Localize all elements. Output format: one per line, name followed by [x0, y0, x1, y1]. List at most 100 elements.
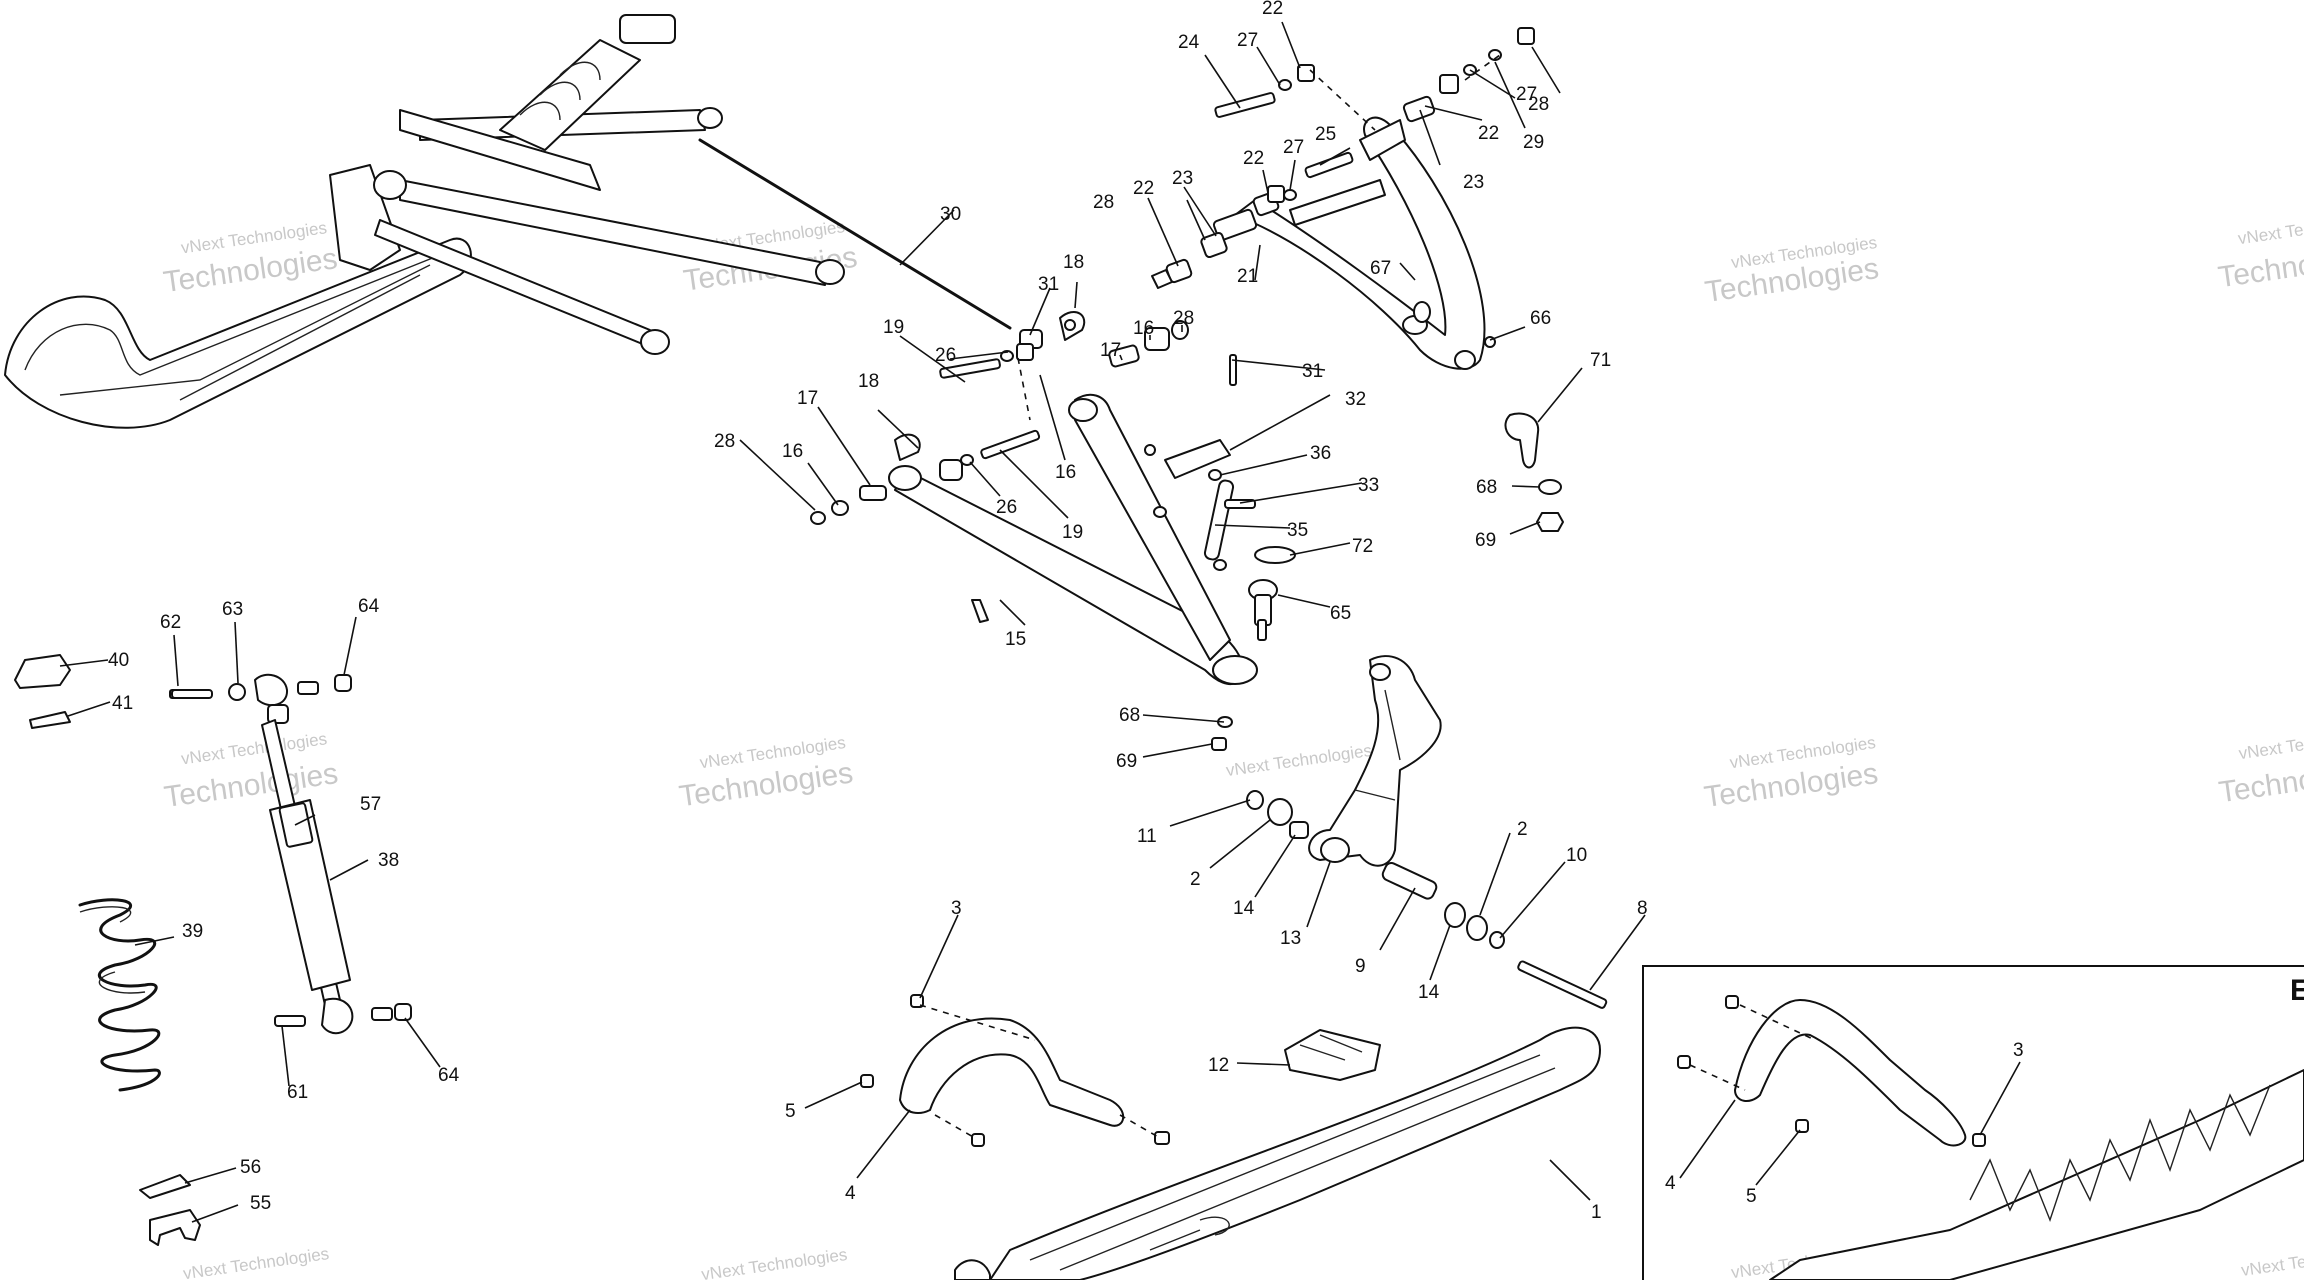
callout-labels: 22 24 27 28 27 22 29 23 25 27 22 22 23 2… — [108, 0, 2024, 1223]
callout-3: 3 — [2013, 1040, 2024, 1061]
callout-61: 61 — [287, 1082, 308, 1103]
callout-3: 3 — [951, 898, 962, 919]
callout-9: 9 — [1355, 956, 1366, 977]
callout-14: 14 — [1418, 982, 1440, 1003]
callout-5: 5 — [1746, 1186, 1757, 1207]
callout-24: 24 — [1178, 32, 1200, 53]
callout-12: 12 — [1208, 1055, 1229, 1076]
callout-21: 21 — [1237, 266, 1258, 287]
callout-27: 27 — [1283, 137, 1304, 158]
callout-64: 64 — [358, 596, 380, 617]
callout-32: 32 — [1345, 389, 1366, 410]
callout-69: 69 — [1116, 751, 1137, 772]
callout-64: 64 — [438, 1065, 460, 1086]
callout-28: 28 — [1093, 192, 1114, 213]
tie-rod-end-hardware — [1019, 311, 1086, 349]
callout-22: 22 — [1478, 123, 1499, 144]
lower-arm-hardware — [810, 320, 1189, 623]
callout-33: 33 — [1358, 475, 1379, 496]
callout-23: 23 — [1172, 168, 1193, 189]
tie-rod-end — [1413, 301, 1564, 532]
callout-72: 72 — [1352, 536, 1373, 557]
callout-68: 68 — [1119, 705, 1140, 726]
watermark-line2: Technologies — [2216, 237, 2304, 294]
callout-63: 63 — [222, 599, 243, 620]
callout-28: 28 — [1173, 308, 1194, 329]
callout-65: 65 — [1330, 603, 1351, 624]
callout-23: 23 — [1463, 172, 1484, 193]
callout-69: 69 — [1475, 530, 1496, 551]
callout-16: 16 — [782, 441, 803, 462]
callout-13: 13 — [1280, 928, 1301, 949]
callout-18: 18 — [1063, 252, 1084, 273]
callout-35: 35 — [1287, 520, 1308, 541]
callout-14: 14 — [1233, 898, 1255, 919]
callout-4: 4 — [1665, 1173, 1676, 1194]
callout-62: 62 — [160, 612, 181, 633]
callout-27: 27 — [1516, 84, 1537, 105]
callout-1: 1 — [1591, 1202, 1602, 1223]
callout-30: 30 — [940, 204, 961, 225]
callout-36: 36 — [1310, 443, 1331, 464]
callout-26: 26 — [996, 497, 1017, 518]
callout-26: 26 — [935, 345, 956, 366]
callout-17: 17 — [797, 388, 818, 409]
callout-55: 55 — [250, 1193, 271, 1214]
callout-22: 22 — [1243, 148, 1264, 169]
callout-25: 25 — [1315, 124, 1336, 145]
inset-label: E — [2290, 974, 2304, 1007]
watermark-line2: Technologies — [2217, 752, 2304, 809]
watermark-line1: vNext Technologies — [1225, 741, 1373, 780]
upper-a-arm — [1234, 116, 1486, 370]
callout-28: 28 — [1528, 94, 1549, 115]
watermark-line2: Technologies — [1702, 757, 1880, 814]
callout-22: 22 — [1133, 178, 1154, 199]
callout-31: 31 — [1038, 274, 1059, 295]
sway-bar-link-hardware — [1144, 354, 1256, 571]
callout-40: 40 — [108, 650, 129, 671]
callout-2: 2 — [1517, 819, 1528, 840]
callout-16: 16 — [1133, 318, 1154, 339]
spindle — [1308, 655, 1442, 867]
inset-detail: E — [1642, 965, 2304, 1280]
callout-67: 67 — [1370, 258, 1391, 279]
callout-17: 17 — [1100, 340, 1121, 361]
ball-joint — [1248, 546, 1296, 641]
upper-arm-hardware — [1151, 27, 1535, 289]
callout-27: 27 — [1237, 30, 1258, 51]
callout-68: 68 — [1476, 477, 1497, 498]
callout-39: 39 — [182, 921, 203, 942]
watermark-line1: vNext Technologies — [2238, 724, 2304, 763]
assembled-suspension-illustration — [4, 14, 1012, 429]
callout-41: 41 — [112, 693, 133, 714]
callout-22: 22 — [1262, 0, 1283, 19]
callout-31: 31 — [1302, 361, 1323, 382]
callout-16: 16 — [1055, 462, 1076, 483]
coil-spring — [78, 898, 161, 1092]
callout-15: 15 — [1005, 629, 1026, 650]
wear-pad — [1284, 1029, 1381, 1081]
callout-28: 28 — [714, 431, 735, 452]
callout-2: 2 — [1190, 869, 1201, 890]
watermark-line1: vNext Technologies — [2240, 1241, 2304, 1280]
callout-18: 18 — [858, 371, 879, 392]
callout-10: 10 — [1566, 845, 1587, 866]
callout-19: 19 — [883, 317, 904, 338]
callout-11: 11 — [1137, 826, 1157, 847]
callout-38: 38 — [378, 850, 399, 871]
callout-4: 4 — [845, 1183, 856, 1204]
callout-29: 29 — [1523, 132, 1544, 153]
callout-57: 57 — [360, 794, 381, 815]
callout-5: 5 — [785, 1101, 796, 1122]
watermark-line1: vNext Technologies — [182, 1244, 330, 1280]
callout-71: 71 — [1590, 350, 1611, 371]
small-parts-left — [14, 654, 201, 1246]
callout-19: 19 — [1062, 522, 1083, 543]
spindle-hardware — [1211, 716, 1608, 1009]
callout-66: 66 — [1530, 308, 1551, 329]
ski — [954, 1026, 1601, 1280]
lower-a-arm — [888, 393, 1258, 686]
watermark-line1: vNext Technologies — [700, 1245, 848, 1280]
shock-absorber — [169, 673, 412, 1035]
